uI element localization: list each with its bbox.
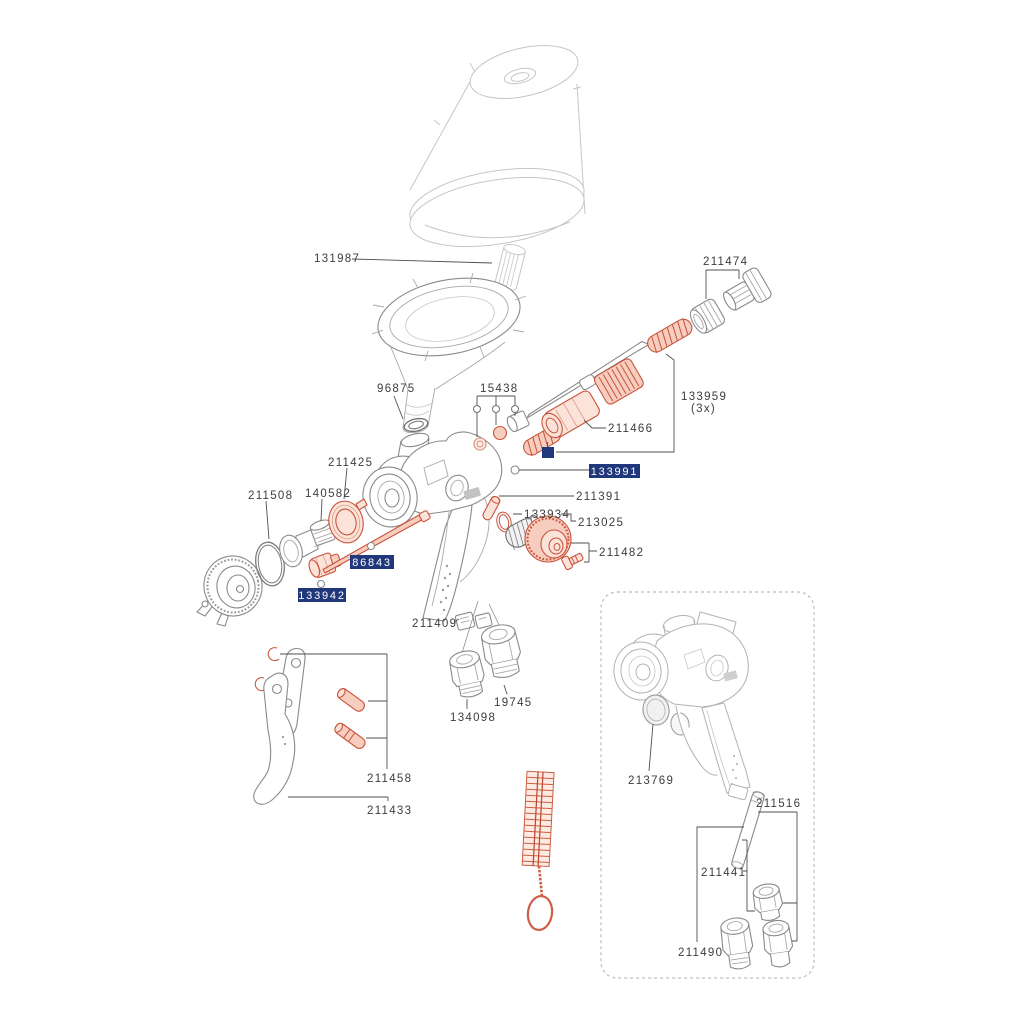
cleaning-brush <box>521 770 555 932</box>
part-label-211508: 211508 <box>248 490 293 502</box>
leader-lines <box>265 258 798 942</box>
needle-gray <box>526 340 650 419</box>
part-label-211433: 211433 <box>367 805 412 817</box>
part-label-211466: 211466 <box>608 423 653 435</box>
inset-fitting-middle <box>752 883 784 922</box>
needle-ring <box>366 541 376 551</box>
part-label-19745: 19745 <box>494 697 532 709</box>
knurled-plug-211474 <box>723 267 772 311</box>
inset-gun <box>613 611 751 801</box>
cup-filter <box>494 243 526 291</box>
trigger-pin-2 <box>334 722 366 750</box>
part-label-96875: 96875 <box>377 383 415 395</box>
brush-loop <box>526 894 554 932</box>
part-label-134098: 134098 <box>450 712 496 724</box>
part-label-131987: 131987 <box>314 253 360 265</box>
connector-134098 <box>449 650 485 698</box>
part-label-211409: 211409 <box>412 618 457 630</box>
knurled-nut-211474 <box>689 298 725 334</box>
gun-body <box>362 431 503 622</box>
part-label-133959-qty: (3x) <box>691 403 716 415</box>
part-label-133942: 133942 <box>298 590 346 602</box>
part-label-box-86843: 86843 <box>350 555 394 569</box>
ring-133991 <box>510 465 520 475</box>
inset-fitting-left <box>720 917 754 970</box>
inset-brand-plate <box>723 670 738 682</box>
part-label-211391: 211391 <box>576 491 621 503</box>
part-label-140582: 140582 <box>305 488 351 500</box>
circlip-1 <box>267 647 280 662</box>
circlip-2 <box>254 677 267 692</box>
part-label-211458: 211458 <box>367 773 412 785</box>
funnel <box>371 272 527 434</box>
retaining-knob-211482 <box>524 515 572 563</box>
inset-fitting-right <box>762 919 794 968</box>
grip-dots <box>439 564 452 612</box>
trigger-blade <box>253 672 296 805</box>
part-label-211474: 211474 <box>703 256 748 268</box>
nozzle-ring <box>316 579 326 589</box>
part-label-133959: 133959 <box>681 391 727 403</box>
part-label-211482: 211482 <box>599 547 644 559</box>
part-label-86843: 86843 <box>352 557 392 569</box>
part-label-211516: 211516 <box>756 798 801 810</box>
part-label-15438: 15438 <box>480 383 518 395</box>
part-label-211490: 211490 <box>678 947 723 959</box>
trigger-assembly <box>253 647 366 805</box>
trigger-pin-1 <box>336 687 365 712</box>
leader-rings-15438 <box>473 405 519 413</box>
fluid-tip-assembly-211466 <box>541 358 644 439</box>
air-ring-211425 <box>328 498 368 544</box>
brand-plate <box>463 487 481 500</box>
connector-19745 <box>480 624 521 678</box>
part-label-213769: 213769 <box>628 775 674 787</box>
air-cap <box>196 555 263 627</box>
pin-211391 <box>482 495 501 521</box>
part-label-211425: 211425 <box>328 457 373 469</box>
part-label-213025: 213025 <box>578 517 624 529</box>
assembly-axis-lines <box>461 600 501 654</box>
fluid-tip-gray <box>279 527 325 568</box>
part-label-133934: 133934 <box>524 509 570 521</box>
screw-211482 <box>561 553 584 571</box>
part-label-box-133942: 133942 <box>298 588 346 602</box>
paint-cup <box>409 45 586 247</box>
cup-seal <box>403 417 429 433</box>
labels: 131987 96875 15438 211474 133959 (3x) 21… <box>248 253 801 959</box>
spring-large <box>647 318 693 354</box>
inset-tube-211441 <box>730 790 765 870</box>
spring-marker-square <box>542 447 554 458</box>
part-label-box-133991: 133991 <box>589 464 640 478</box>
valve-block-211409 <box>454 611 493 631</box>
brush-wire <box>537 865 544 898</box>
part-label-211441: 211441 <box>701 867 746 879</box>
inset-box <box>600 591 815 979</box>
part-label-133991: 133991 <box>591 466 639 478</box>
seal-parts-15438 <box>473 410 530 451</box>
